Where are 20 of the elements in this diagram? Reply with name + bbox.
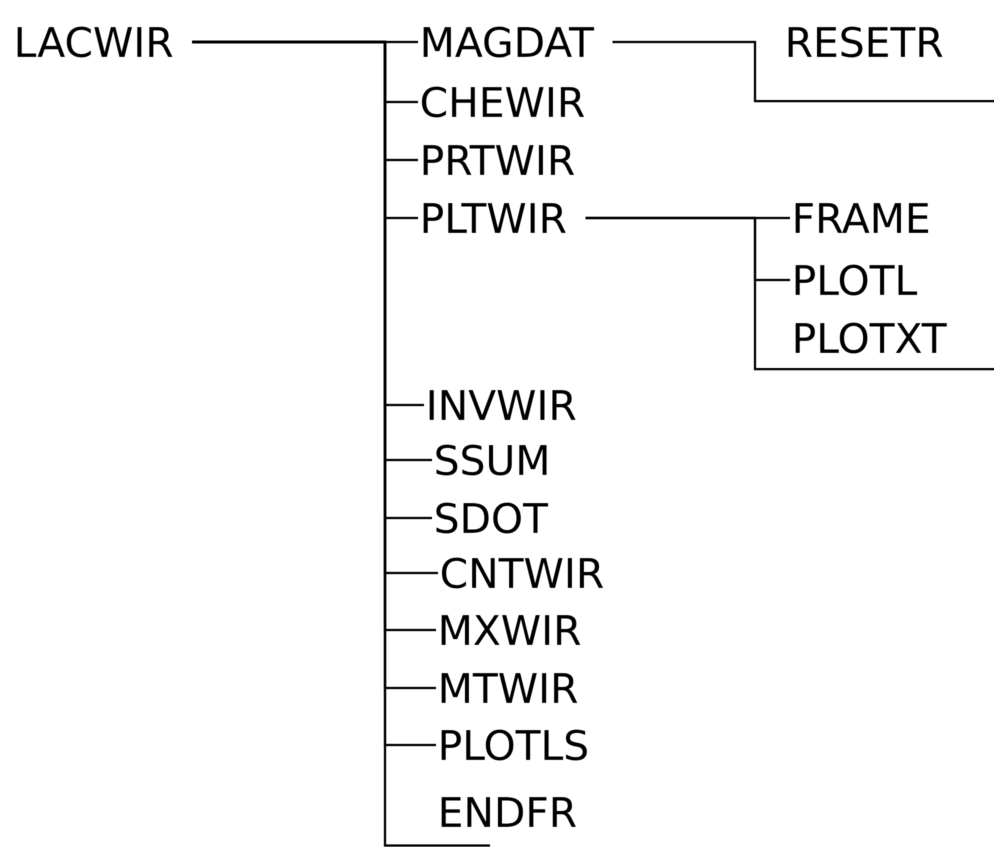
routine-name: PLOTL	[796, 264, 918, 296]
routine-name: SDOT	[436, 502, 548, 534]
routine-name: MTWIR	[442, 673, 578, 703]
call-line	[612, 40, 994, 102]
routine-name: PLOTXT	[796, 322, 947, 354]
routine-name: PLOTLS	[442, 730, 587, 760]
routine-name: RESETR	[788, 26, 942, 58]
call-line	[586, 216, 994, 370]
routine-name: CNTWIR	[442, 558, 604, 588]
call-line	[192, 40, 490, 847]
routine-name: PRTWIR	[424, 145, 574, 175]
routine-name: LACWIR	[18, 26, 172, 58]
routine-name: ENDFR	[442, 797, 576, 827]
routine-name: FRAME	[796, 203, 928, 233]
routine-name: SSUM	[436, 444, 546, 476]
routine-name: MXWIR	[442, 615, 580, 645]
routine-name: CHEWIR	[422, 86, 584, 118]
routine-name: INVWIR	[430, 390, 576, 420]
routine-name: PLTWIR	[424, 203, 566, 233]
routine-name: MAGDAT	[424, 26, 594, 58]
